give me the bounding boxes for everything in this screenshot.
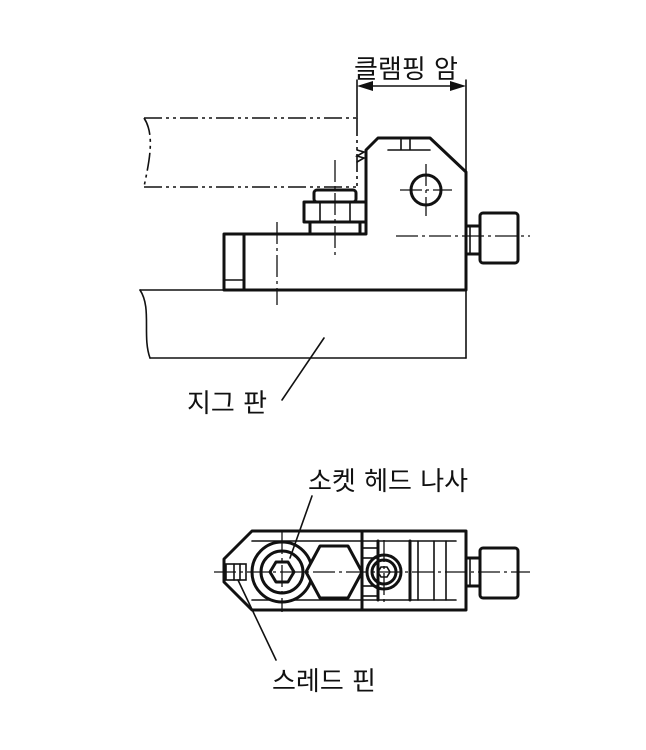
socket-head-screw-label: 소켓 헤드 나사 — [308, 467, 468, 497]
socket-head-screw-side — [302, 160, 368, 256]
top-view — [214, 495, 530, 661]
clamping-arm-top — [360, 529, 447, 612]
jig-plate-leader — [281, 337, 325, 401]
jig-plate — [139, 289, 467, 359]
threaded-pin-top — [464, 546, 520, 600]
clamping-arm-dimension — [356, 79, 467, 359]
threaded-pin-label: 스레드 핀 — [272, 667, 376, 697]
socket-head-screw-leader — [289, 495, 313, 559]
workpiece-phantom — [143, 117, 358, 188]
clamping-arm-label: 클램핑 암 — [354, 55, 458, 85]
side-view — [139, 79, 530, 401]
jig-plate-label: 지그 판 — [187, 389, 267, 419]
threaded-pin-side — [396, 211, 530, 265]
threaded-pin-leader — [237, 579, 277, 661]
